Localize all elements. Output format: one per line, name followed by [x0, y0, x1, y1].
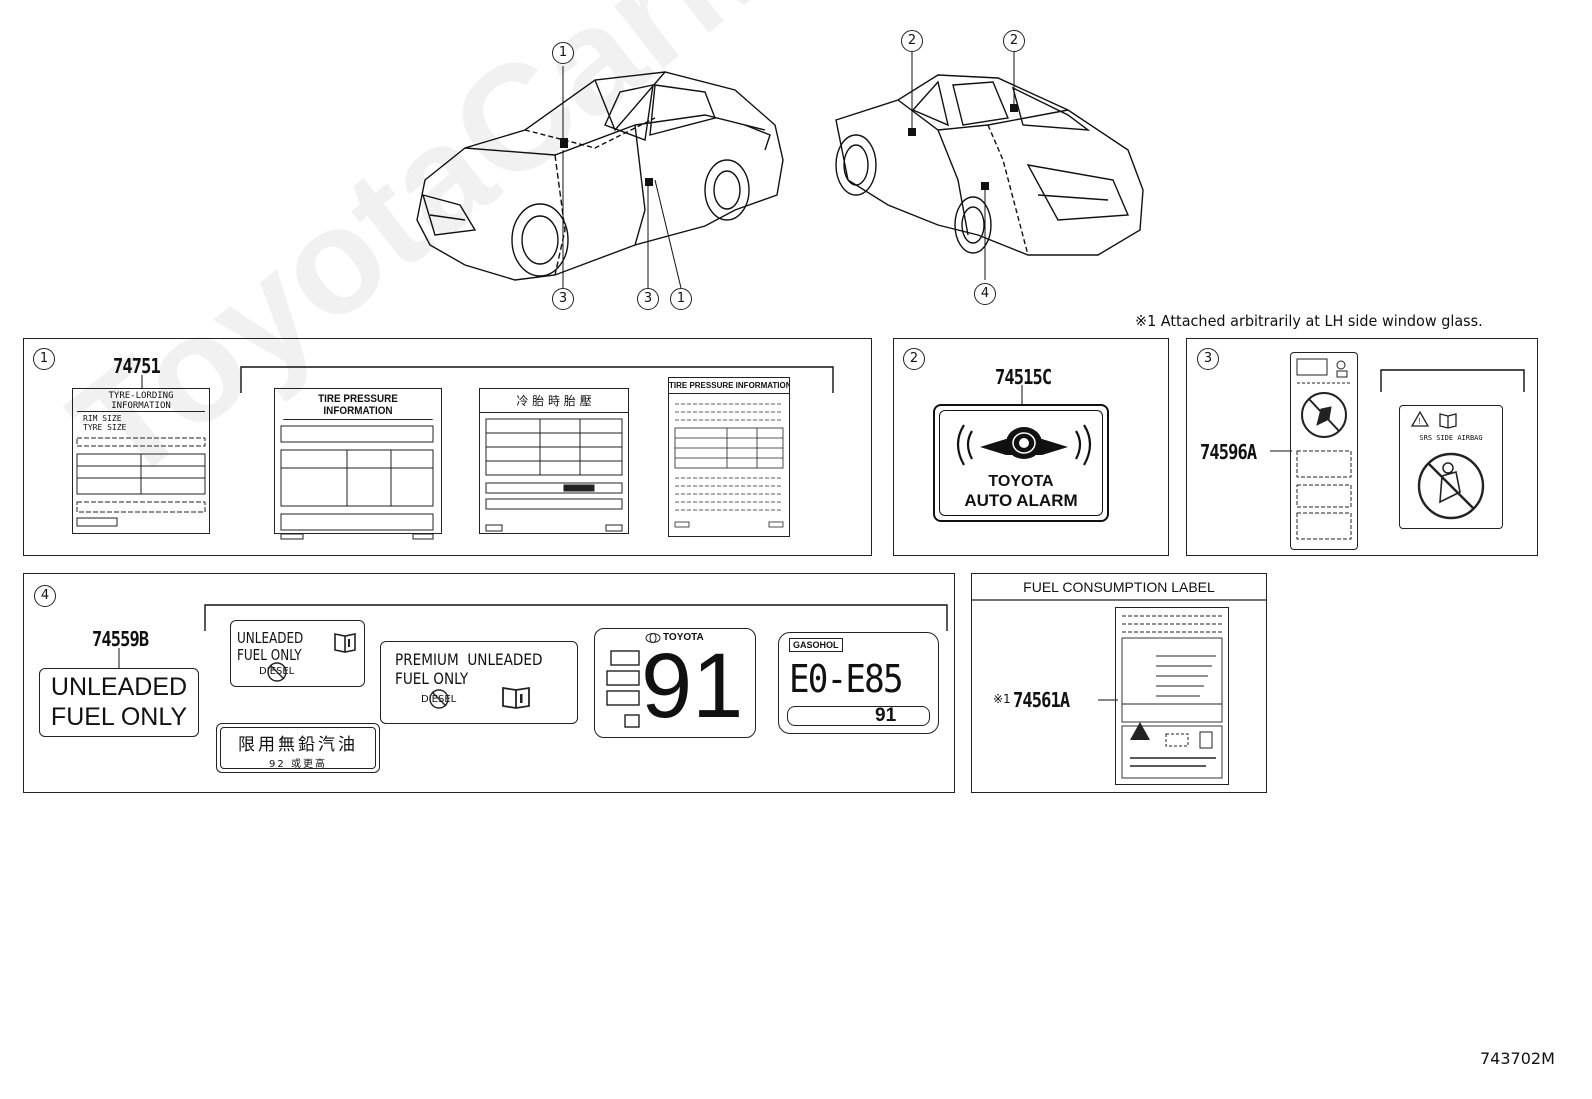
alarm-line2: AUTO ALARM	[964, 491, 1078, 510]
octane-side-boxes	[606, 650, 640, 728]
chinese-line1: 限用無鉛汽油	[238, 735, 358, 755]
fuel-consumption-title: FUEL CONSUMPTION LABEL	[1023, 579, 1215, 595]
e85-flex-fuel-label: GASOHOL E0-E85 91	[778, 632, 939, 734]
alarm-line1: TOYOTA	[988, 473, 1054, 490]
fuel-warning-triangle-icon	[1130, 722, 1150, 740]
unleaded-big-line1: UNLEADED	[50, 673, 188, 701]
unleaded-fuel-big-label: UNLEADED FUEL ONLY	[39, 668, 199, 737]
warning-triangle-icon	[1410, 410, 1430, 427]
diagram-code: 743702M	[1480, 1049, 1555, 1068]
panel-4-bracket	[204, 604, 948, 631]
svg-text:!: !	[1419, 417, 1421, 426]
panel-1-part-number: 74751	[113, 354, 161, 378]
callout-front-1-top: 1	[552, 42, 574, 64]
octane-91-label: TOYOTA 91	[594, 628, 756, 738]
fuel-consumption-label	[1115, 607, 1229, 785]
panel-5-title-rule	[971, 599, 1267, 601]
premium-manual-icon	[502, 686, 530, 709]
alarm-siren-icon	[956, 424, 1092, 466]
callout-rear-2-right: 2	[1003, 30, 1025, 52]
callout-front-3-left: 3	[552, 288, 574, 310]
tire-pressure-title-detailed: TIRE PRESSURE INFORMATION	[669, 378, 789, 394]
premium-unleaded-label: PREMIUM UNLEADED FUEL ONLY DIESEL	[380, 641, 578, 724]
tire-pressure-label-zh: 冷 胎 時 胎 壓	[479, 388, 629, 534]
panel-4-number: 4	[34, 585, 56, 607]
panel-5-part-number: 74561A	[1013, 688, 1070, 712]
chinese-unleaded-label: 限用無鉛汽油 92 或更高	[216, 723, 380, 773]
unleaded-small-line2: FUEL ONLY	[237, 646, 302, 664]
chinese-line2: 92 或更高	[269, 759, 327, 770]
panel-1-leader	[141, 375, 143, 389]
premium-no-diesel-icon	[429, 689, 449, 709]
panel-2-alarm-label	[893, 338, 1169, 556]
panel-2-leader	[1021, 385, 1023, 405]
panel-3-srs-label	[1186, 338, 1538, 556]
tyre-loading-label: TYRE-LORDING INFORMATION RIM SIZE TYRE S…	[72, 388, 210, 534]
tire-pressure-title-zh: 冷 胎 時 胎 壓	[480, 389, 628, 413]
unleaded-small-label: UNLEADED FUEL ONLY DIESEL	[230, 620, 365, 687]
panel-2-part-number: 74515C	[995, 365, 1052, 389]
gasohol-tag: GASOHOL	[789, 638, 843, 652]
panel-4-part-number: 74559B	[92, 627, 149, 651]
tyre-size-text: TYRE SIZE	[83, 423, 127, 432]
e85-octane-number: 91	[875, 705, 897, 726]
panel-4-fuel-labels	[23, 573, 955, 793]
panel-1-tire-labels	[23, 338, 872, 556]
tire-pressure-label-en: TIRE PRESSURE INFORMATION	[274, 388, 442, 540]
srs-side-airbag-text: SRS SIDE AIRBAG	[1419, 434, 1483, 442]
front-car-illustration	[416, 66, 784, 289]
panel-3-number: 3	[1197, 348, 1219, 370]
fuel-consumption-note: ※1	[993, 692, 1011, 706]
panel-5-leader	[1098, 699, 1118, 701]
tire-pressure-title-en: TIRE PRESSURE INFORMATION	[283, 389, 433, 420]
manual-book-icon	[1439, 413, 1457, 429]
callout-rear-2-left: 2	[901, 30, 923, 52]
unleaded-small-line1: UNLEADED	[237, 629, 304, 647]
tire-pressure-label-detailed: TIRE PRESSURE INFORMATION	[668, 377, 790, 537]
octane-brand: TOYOTA	[663, 632, 704, 643]
premium-line1: PREMIUM UNLEADED	[395, 650, 543, 669]
e85-range-text: E0-E85	[789, 657, 904, 701]
toyota-logo-icon	[645, 633, 661, 643]
panel-3-part-number: 74596A	[1200, 440, 1257, 464]
no-diesel-icon	[267, 662, 287, 682]
panel-1-number: 1	[33, 348, 55, 370]
panel-1-bracket	[240, 366, 834, 393]
toyota-auto-alarm-label: TOYOTA AUTO ALARM	[933, 404, 1109, 522]
panel-4-leader	[118, 648, 120, 668]
manual-info-icon	[334, 633, 356, 653]
premium-line2: FUEL ONLY	[395, 669, 469, 688]
panel-2-number: 2	[903, 348, 925, 370]
unleaded-big-line2: FUEL ONLY	[50, 703, 188, 731]
callout-rear-4: 4	[974, 283, 996, 305]
rim-size-text: RIM SIZE	[83, 414, 122, 423]
tyre-loading-title: TYRE-LORDING INFORMATION	[77, 391, 205, 412]
panel-3-leader	[1270, 450, 1292, 452]
panel-5-fuel-consumption	[971, 573, 1267, 793]
octane-number: 91	[641, 635, 744, 737]
panel-3-bracket	[1380, 369, 1525, 392]
srs-tall-label	[1290, 352, 1358, 550]
footnote-text: ※1 Attached arbitrarily at LH side windo…	[1135, 312, 1483, 330]
srs-square-label: ! SRS SIDE AIRBAG	[1399, 405, 1503, 529]
no-child-seat-icon	[1417, 452, 1485, 520]
rear-car-illustration	[835, 52, 1144, 280]
callout-front-3-right: 3	[637, 288, 659, 310]
callout-front-1-bottom: 1	[670, 288, 692, 310]
